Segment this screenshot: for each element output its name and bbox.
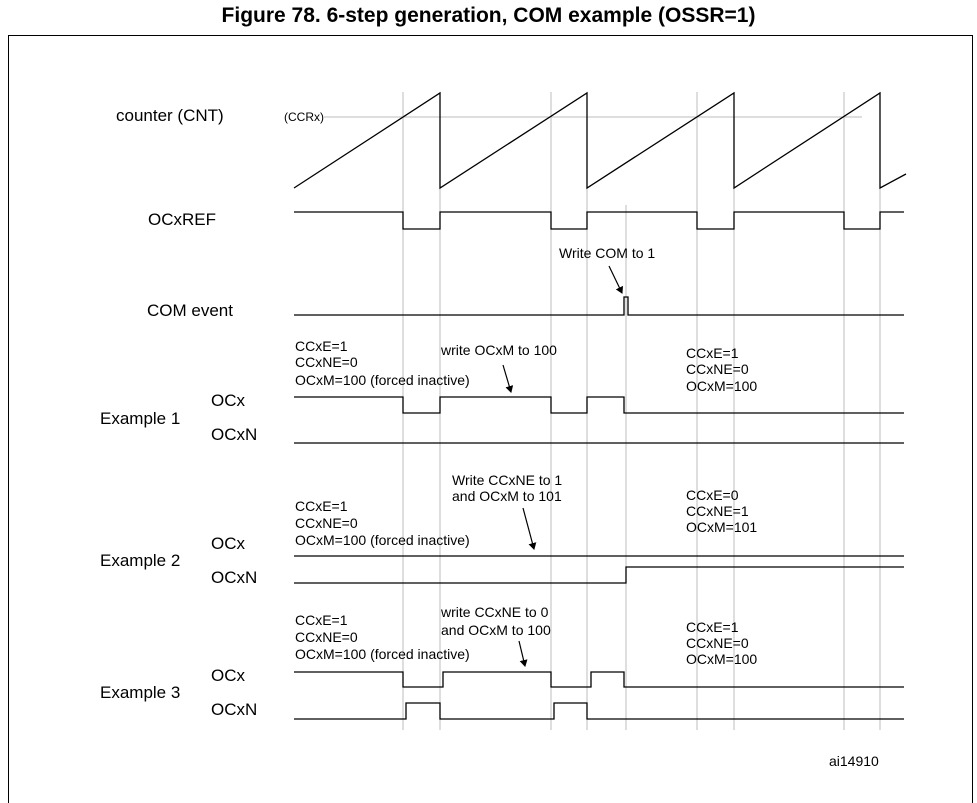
ex1-write-annotation: write OCxM to 100 [440,342,557,358]
ex1-label: Example 1 [100,409,180,428]
ex3-before-line-1: CCxE=1 [295,612,348,628]
ex2-after-line-3: OCxM=101 [686,519,757,535]
ex3-after-line-1: CCxE=1 [686,619,739,635]
example-1: CCxE=1 CCxNE=0 OCxM=100 (forced inactive… [100,338,904,444]
ex2-after-line-1: CCxE=0 [686,487,739,503]
ex2-ocx-label: OCx [211,534,246,553]
ex1-before-line-1: CCxE=1 [295,338,348,354]
ocxref-label: OCxREF [148,210,216,229]
ex1-after-line-2: CCxNE=0 [686,361,749,377]
ex3-ocx-waveform [294,671,904,688]
figure-frame [8,35,973,803]
ex1-before-line-2: CCxNE=0 [295,354,358,370]
ocxref-waveform [294,211,904,230]
ex3-before-line-3: OCxM=100 (forced inactive) [295,646,470,662]
ex1-before-line-3: OCxM=100 (forced inactive) [295,372,470,388]
ex2-write-arrow [522,507,537,550]
ex3-write-arrow [518,640,528,667]
com-event-pulse [294,296,904,316]
ex2-after-line-2: CCxNE=1 [686,503,749,519]
ex3-label: Example 3 [100,683,180,702]
ccr-label: (CCRx) [284,110,324,124]
ex2-ocxn-waveform [294,566,904,584]
ex3-ocx-label: OCx [211,666,246,685]
com-event-label: COM event [147,301,233,320]
ex3-write-annotation-line-1: write CCxNE to 0 [440,604,549,620]
ex3-write-annotation-line-2: and OCxM to 100 [441,622,551,638]
ex2-before-line-3: OCxM=100 (forced inactive) [295,532,470,548]
ex2-write-annotation-line-1: Write CCxNE to 1 [452,472,562,488]
ex2-before-line-1: CCxE=1 [295,498,348,514]
ex3-after-line-3: OCxM=100 [686,651,757,667]
example-2: Write CCxNE to 1 and OCxM to 101 CCxE=1 … [100,472,904,587]
ex1-write-arrow [502,364,514,393]
ex2-write-annotation-line-2: and OCxM to 101 [452,488,562,504]
ex2-label: Example 2 [100,551,180,570]
counter-sawtooth [293,91,907,190]
ex2-ocxn-label: OCxN [211,568,257,587]
ex1-after-line-3: OCxM=100 [686,378,757,394]
figure-id: ai14910 [829,753,879,769]
ex3-ocxn-waveform [294,702,904,720]
ex2-before-line-2: CCxNE=0 [295,515,358,531]
ex3-after-line-2: CCxNE=0 [686,635,749,651]
example-3: CCxE=1 CCxNE=0 OCxM=100 (forced inactive… [100,604,904,720]
figure-title: Figure 78. 6-step generation, COM exampl… [221,4,756,27]
counter-label: counter (CNT) [116,106,224,125]
ex1-ocx-label: OCx [211,391,246,410]
ex1-after-line-1: CCxE=1 [686,345,739,361]
ex3-before-line-2: CCxNE=0 [295,629,358,645]
write-com-arrow [608,265,624,294]
ex1-ocx-waveform [294,396,904,414]
write-com-annotation: Write COM to 1 [559,245,655,261]
ex1-ocxn-label: OCxN [211,425,257,444]
ex3-ocxn-label: OCxN [211,700,257,719]
